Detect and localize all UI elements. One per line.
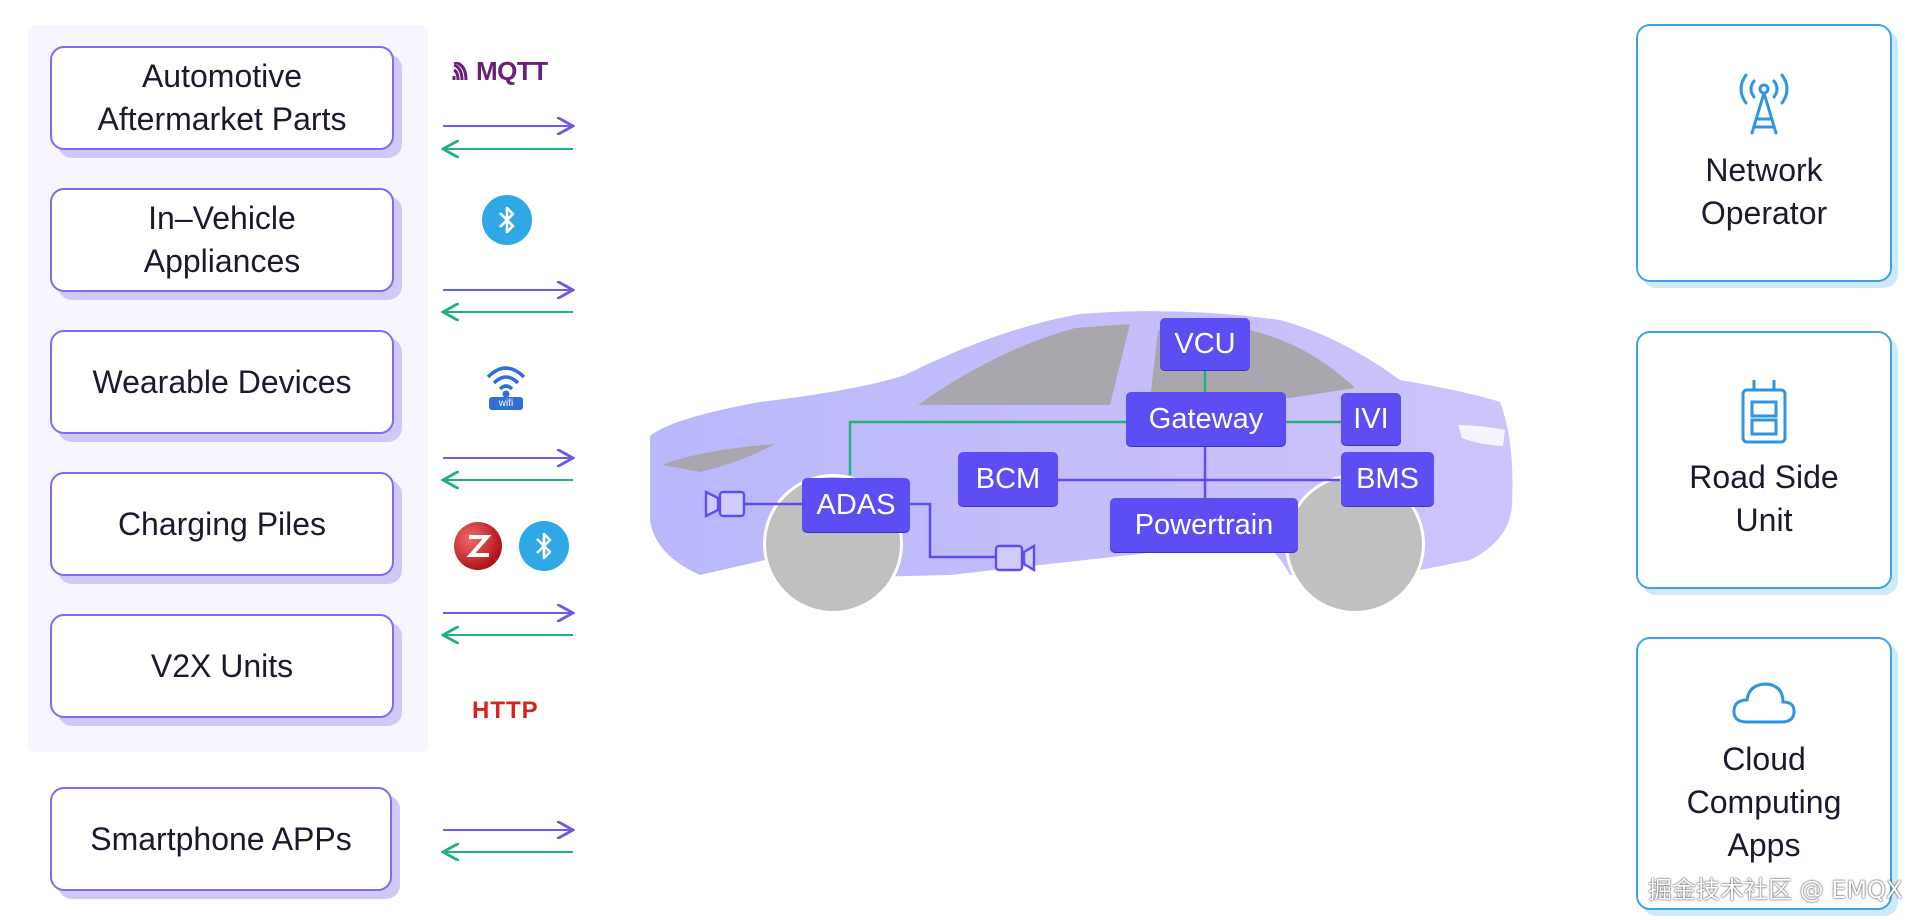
wifi-logo: wifi [482,357,530,411]
tail-light [1458,425,1505,446]
cloud-icon [1732,682,1796,724]
device-box-in-vehicle-appliances: In–Vehicle Appliances [50,188,394,292]
device-box-aftermarket-parts: Automotive Aftermarket Parts [50,46,394,150]
external-box-network-operator: Network Operator [1636,24,1892,282]
external-label: Road Side Unit [1689,459,1839,538]
node-bcm: BCM [958,452,1058,506]
watermark: 掘金技术社区 @ EMQX [1648,876,1903,904]
device-box-v2x-units: V2X Units [50,614,394,718]
wifi-label: wifi [498,398,514,409]
node-ivi: IVI [1341,393,1401,445]
camera-icon [994,543,1036,573]
device-box-wearable-devices: Wearable Devices [50,330,394,434]
wifi-icon [486,366,526,410]
headlight [662,444,775,472]
zigbee-icon [454,522,502,570]
node-adas: ADAS [802,478,910,532]
antenna-icon [1739,73,1789,135]
car-window [918,324,1130,405]
bluetooth-icon [482,195,532,245]
mqtt-signal-icon [452,61,468,80]
external-label: Cloud Computing Apps [1686,741,1842,863]
external-box-cloud-computing-apps: Cloud Computing Apps [1636,637,1892,910]
device-box-smartphone-apps: Smartphone APPs [50,787,392,891]
node-bms: BMS [1341,452,1434,506]
wheel [1288,477,1422,611]
node-gateway: Gateway [1126,392,1286,446]
device-box-charging-piles: Charging Piles [50,472,394,576]
bluetooth-icon [519,521,569,571]
node-vcu: VCU [1160,318,1250,370]
camera-icon [704,490,746,518]
mqtt-label: MQTT [476,56,548,86]
mqtt-logo: MQTT [452,56,548,87]
node-powertrain: Powertrain [1110,498,1298,552]
http-logo: HTTP [472,697,539,724]
external-label: Network Operator [1700,152,1828,231]
external-box-road-side-unit: Road Side Unit [1636,331,1892,589]
roadside-unit-icon [1741,380,1787,444]
vehicle-network-links [745,358,1343,559]
